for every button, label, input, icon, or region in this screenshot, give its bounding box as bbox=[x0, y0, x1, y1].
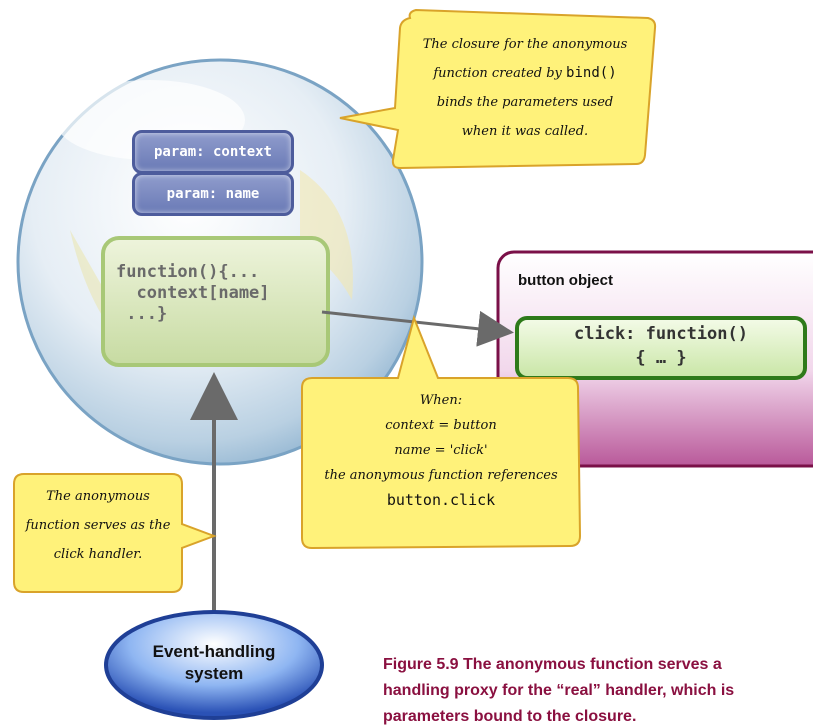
click-property-box bbox=[515, 316, 807, 380]
callout-top-line: binds the parameters used bbox=[436, 95, 614, 110]
callout-when-line: context = button bbox=[385, 418, 497, 433]
callout-top-line: when it was called. bbox=[461, 124, 589, 139]
code-line: ...} bbox=[116, 304, 168, 324]
button-click-code: button.click bbox=[386, 491, 496, 509]
param-name-pill: param: name bbox=[132, 172, 294, 216]
event-handling-label: Event-handling system bbox=[110, 641, 318, 685]
callout-top-line-text: function created by bbox=[433, 66, 567, 81]
callout-left-line: The anonymous bbox=[46, 489, 150, 504]
code-line: context[name] bbox=[116, 283, 270, 303]
callout-top-line: function created by bind() bbox=[402, 59, 648, 88]
click-line: { … } bbox=[635, 348, 687, 368]
button-object-title: button object bbox=[518, 272, 613, 289]
callout-when-line: name = 'click' bbox=[394, 443, 488, 458]
callout-when-line: When: bbox=[419, 393, 463, 408]
callout-left-bubble bbox=[13, 473, 217, 593]
callout-when-bubble bbox=[301, 314, 582, 550]
callout-left-text: The anonymous function serves as the cli… bbox=[16, 482, 180, 569]
figure-caption-line: parameters bound to the closure. bbox=[383, 708, 637, 725]
code-line: function(){... bbox=[116, 262, 260, 282]
callout-when-text: When: context = button name = 'click' th… bbox=[304, 388, 578, 513]
bind-code: bind() bbox=[566, 65, 617, 81]
closure-function-box bbox=[101, 236, 330, 367]
sphere-shading bbox=[300, 170, 353, 300]
callout-when-line: the anonymous function references bbox=[324, 468, 558, 483]
callout-top-bubble bbox=[339, 8, 657, 170]
callout-left-line: click handler. bbox=[53, 547, 143, 562]
closure-function-code: function(){... context[name] ...} bbox=[116, 262, 270, 325]
figure-caption-line: handling proxy for the “real” handler, w… bbox=[383, 682, 735, 699]
event-handling-ellipse bbox=[104, 610, 324, 720]
callout-top-line: The closure for the anonymous bbox=[422, 37, 628, 52]
click-property-code: click: function() { … } bbox=[520, 322, 802, 370]
figure-caption-line: Figure 5.9 The anonymous function serves… bbox=[383, 656, 722, 673]
event-line: system bbox=[184, 664, 244, 683]
callout-top-text: The closure for the anonymous function c… bbox=[402, 30, 648, 146]
click-line: click: function() bbox=[574, 324, 748, 344]
event-line: Event-handling bbox=[152, 642, 276, 661]
callout-left-line: function serves as the bbox=[25, 518, 171, 533]
param-context-pill: param: context bbox=[132, 130, 294, 174]
